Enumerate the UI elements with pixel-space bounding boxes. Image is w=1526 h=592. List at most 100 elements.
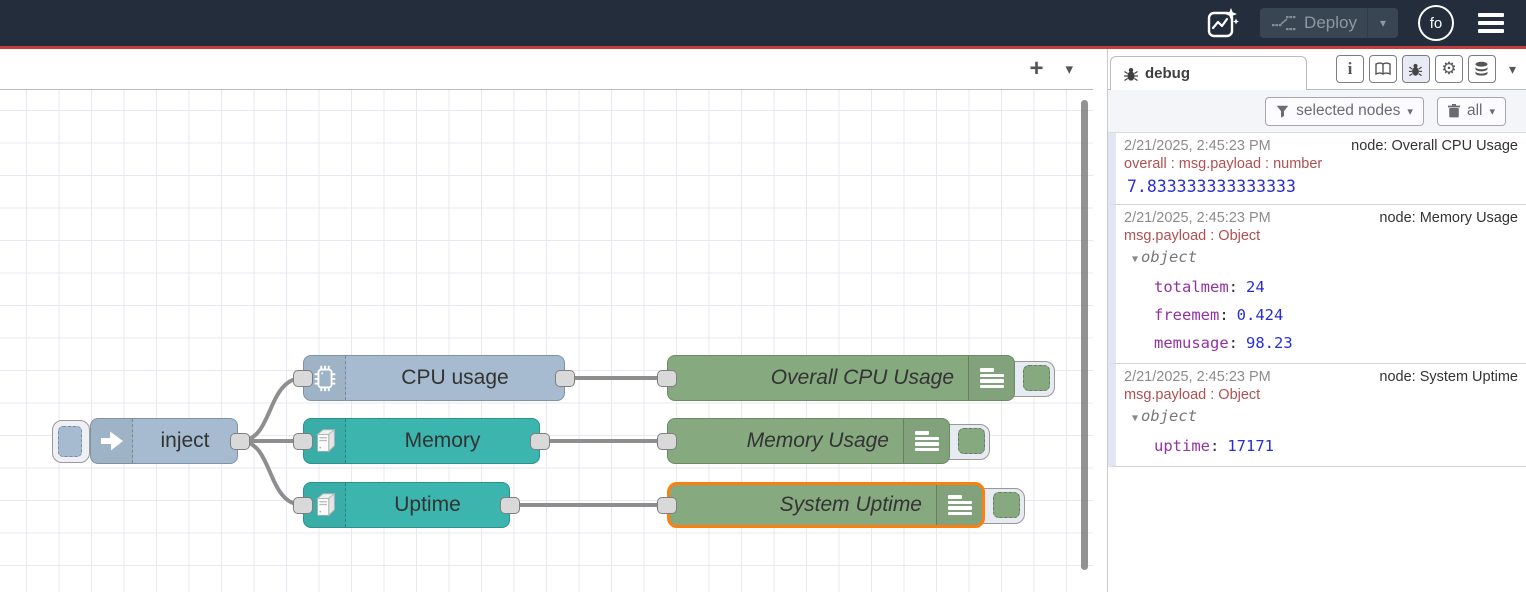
node-label: CPU usage bbox=[401, 366, 509, 389]
flow-list-caret[interactable]: ▾ bbox=[1065, 61, 1073, 78]
hamburger-menu-icon[interactable] bbox=[1474, 9, 1508, 37]
tab-config-button[interactable]: ⚙ bbox=[1434, 55, 1463, 83]
wire-inject-cpu[interactable] bbox=[238, 376, 305, 443]
field-key: uptime bbox=[1154, 437, 1210, 455]
message-node-name: node: System Uptime bbox=[1379, 369, 1518, 385]
canvas-scrollbar[interactable] bbox=[1081, 100, 1088, 570]
node-inject[interactable]: inject bbox=[90, 418, 238, 464]
debug-sidebar: debug i bbox=[1108, 49, 1526, 592]
wire-inject-uptime[interactable] bbox=[238, 439, 305, 507]
node-debug-system-uptime[interactable]: System Uptime bbox=[667, 482, 985, 528]
field-colon: : bbox=[1210, 437, 1220, 455]
tab-debug[interactable]: debug bbox=[1110, 56, 1307, 90]
bug-icon bbox=[1124, 67, 1138, 81]
message-timestamp: 2/21/2025, 2:45:23 PM bbox=[1124, 369, 1271, 385]
field-value: 24 bbox=[1246, 278, 1265, 296]
console-lines-icon bbox=[903, 419, 949, 463]
gear-icon: ⚙ bbox=[1441, 59, 1457, 79]
deploy-label: Deploy bbox=[1304, 13, 1357, 32]
ai-flow-sparkle-glyph bbox=[1207, 8, 1240, 38]
payload-field[interactable]: freemem:0.424 bbox=[1124, 301, 1518, 329]
console-lines-icon bbox=[968, 356, 1014, 400]
deploy-button[interactable]: Deploy ▾ bbox=[1260, 8, 1398, 38]
payload-field[interactable]: uptime:17171 bbox=[1124, 432, 1518, 460]
port-inject-out[interactable] bbox=[230, 433, 250, 450]
node-debug-overall-cpu-usage[interactable]: Overall CPU Usage bbox=[667, 355, 1015, 401]
flow-canvas[interactable]: inject CPU usage bbox=[0, 90, 1093, 592]
tab-context-button[interactable] bbox=[1467, 55, 1496, 83]
node-cpu-usage[interactable]: CPU usage bbox=[303, 355, 565, 401]
tab-help-button[interactable] bbox=[1368, 55, 1397, 83]
port-memory-in[interactable] bbox=[293, 433, 313, 450]
node-label: System Uptime bbox=[779, 493, 922, 516]
node-uptime[interactable]: Uptime bbox=[303, 482, 510, 528]
node-label: Memory bbox=[404, 429, 481, 452]
debug-message[interactable]: 2/21/2025, 2:45:23 PM node: Memory Usage… bbox=[1108, 205, 1526, 364]
filter-nodes-button[interactable]: selected nodes ▾ bbox=[1265, 96, 1424, 126]
microchip-icon bbox=[304, 356, 346, 400]
debug-message-list: 2/21/2025, 2:45:23 PM node: Overall CPU … bbox=[1108, 133, 1526, 592]
clear-messages-button[interactable]: all ▾ bbox=[1436, 96, 1506, 126]
user-avatar[interactable]: fo bbox=[1418, 5, 1454, 41]
debug-message[interactable]: 2/21/2025, 2:45:23 PM node: Overall CPU … bbox=[1108, 133, 1526, 205]
book-icon bbox=[1375, 62, 1391, 76]
field-key: memusage bbox=[1154, 334, 1229, 352]
sidebar-resize-handle[interactable] bbox=[1093, 49, 1108, 592]
debug-message[interactable]: 2/21/2025, 2:45:23 PM node: System Uptim… bbox=[1108, 364, 1526, 467]
object-label: object bbox=[1141, 407, 1198, 425]
message-node-name: node: Memory Usage bbox=[1379, 210, 1518, 226]
user-initials: fo bbox=[1429, 14, 1443, 32]
payload-field[interactable]: totalmem:24 bbox=[1124, 273, 1518, 301]
main-area: + ▾ bbox=[0, 49, 1526, 592]
trash-icon bbox=[1447, 104, 1460, 118]
object-expander[interactable]: ▼object bbox=[1124, 403, 1518, 432]
ai-flow-sparkle-icon[interactable] bbox=[1204, 5, 1240, 41]
database-icon bbox=[1475, 61, 1488, 76]
collapse-caret-icon: ▼ bbox=[1132, 413, 1139, 424]
port-cpu-in[interactable] bbox=[293, 370, 313, 387]
add-flow-button[interactable]: + bbox=[1029, 55, 1044, 82]
port-uptime-in[interactable] bbox=[293, 497, 313, 514]
clear-caret: ▾ bbox=[1489, 105, 1495, 118]
workspace-column: + ▾ bbox=[0, 49, 1093, 592]
wires-layer bbox=[238, 376, 669, 507]
bug-icon bbox=[1409, 63, 1423, 76]
message-property: msg.payload : Object bbox=[1124, 387, 1261, 403]
message-node-name: node: Overall CPU Usage bbox=[1351, 138, 1518, 154]
sidebar-tabs-caret[interactable]: ▾ bbox=[1508, 60, 1516, 77]
tab-debug-button[interactable] bbox=[1401, 55, 1430, 83]
field-colon: : bbox=[1228, 278, 1238, 296]
message-value-number: 7.833333333333333 bbox=[1127, 177, 1296, 196]
field-colon: : bbox=[1228, 334, 1238, 352]
clear-label: all bbox=[1466, 102, 1483, 119]
field-value: 0.424 bbox=[1236, 306, 1284, 324]
node-debug-memory-usage[interactable]: Memory Usage bbox=[667, 418, 950, 464]
object-expander[interactable]: ▼object bbox=[1124, 244, 1518, 273]
port-cpu-out[interactable] bbox=[555, 370, 575, 387]
payload-field[interactable]: memusage:98.23 bbox=[1124, 329, 1518, 357]
field-key: freemem bbox=[1154, 306, 1220, 324]
port-debug-uptime-in[interactable] bbox=[657, 497, 677, 514]
deploy-button-main[interactable]: Deploy bbox=[1260, 13, 1367, 33]
port-memory-out[interactable] bbox=[530, 433, 550, 450]
port-uptime-out[interactable] bbox=[500, 497, 520, 514]
message-property: msg.payload : Object bbox=[1124, 228, 1261, 244]
port-debug-cpu-in[interactable] bbox=[657, 370, 677, 387]
sidebar-tab-bar: debug i bbox=[1108, 49, 1526, 90]
console-lines-icon bbox=[936, 485, 982, 525]
funnel-icon bbox=[1276, 105, 1289, 118]
message-meta: 2/21/2025, 2:45:23 PM node: Memory Usage bbox=[1124, 210, 1518, 226]
field-key: totalmem bbox=[1154, 278, 1229, 296]
port-debug-memory-in[interactable] bbox=[657, 433, 677, 450]
deploy-options-caret[interactable]: ▾ bbox=[1366, 8, 1398, 38]
field-value: 17171 bbox=[1227, 437, 1275, 455]
node-label: Memory Usage bbox=[746, 429, 889, 452]
inject-trigger-button[interactable] bbox=[52, 420, 90, 463]
node-label: inject bbox=[160, 429, 210, 452]
node-label: Uptime bbox=[394, 493, 461, 516]
node-memory[interactable]: Memory bbox=[303, 418, 540, 464]
object-label: object bbox=[1141, 248, 1198, 266]
inject-arrow-icon bbox=[91, 419, 133, 463]
field-colon: : bbox=[1219, 306, 1229, 324]
tab-info-button[interactable]: i bbox=[1335, 55, 1364, 83]
